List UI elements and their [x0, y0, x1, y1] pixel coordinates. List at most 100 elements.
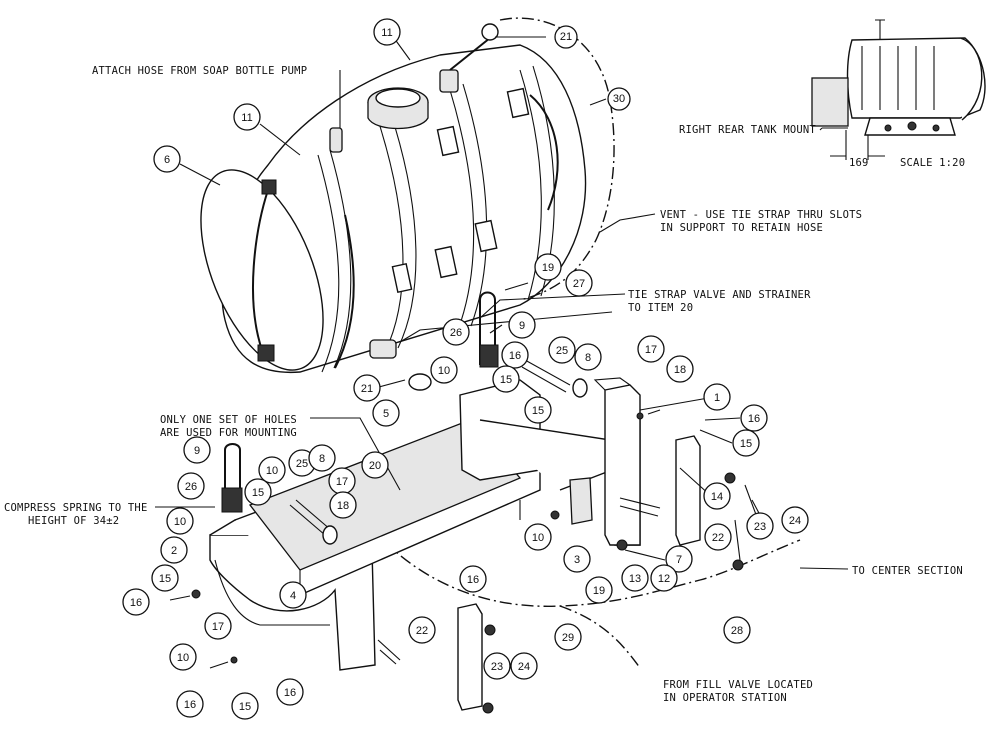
svg-text:5: 5 [383, 408, 389, 420]
leader-lines [155, 36, 849, 570]
balloon: 15 [732, 429, 760, 457]
svg-text:21: 21 [361, 383, 373, 395]
balloon: 23 [483, 652, 511, 680]
svg-text:17: 17 [336, 476, 348, 488]
inset-scale: SCALE 1:20 [900, 157, 965, 169]
balloon: 24 [781, 506, 809, 534]
balloon: 22 [704, 523, 732, 551]
balloon: 23 [746, 512, 774, 540]
balloon: 11 [233, 103, 261, 131]
balloon: 2 [160, 536, 188, 564]
balloon: 15 [524, 396, 552, 424]
balloon: 15 [492, 365, 520, 393]
note-compress-line2: HEIGHT OF 34±2 [28, 515, 119, 527]
balloon: 14 [703, 482, 731, 510]
balloon: 19 [534, 253, 562, 281]
note-holes-line2: ARE USED FOR MOUNTING [160, 427, 297, 439]
inset-mount-label: RIGHT REAR TANK MOUNT [679, 124, 816, 136]
svg-text:18: 18 [674, 364, 686, 376]
svg-text:14: 14 [711, 491, 723, 503]
balloon: 26 [177, 472, 205, 500]
balloon: 15 [151, 564, 179, 592]
balloon: 10 [166, 507, 194, 535]
balloon: 13 [621, 564, 649, 592]
balloon: 7 [665, 545, 693, 573]
balloon: 17 [204, 612, 232, 640]
balloon: 28 [723, 616, 751, 644]
svg-text:9: 9 [519, 320, 525, 332]
svg-text:17: 17 [212, 621, 224, 633]
spray-tank [200, 23, 587, 391]
balloon: 16 [740, 404, 768, 432]
svg-text:10: 10 [174, 516, 186, 528]
svg-text:11: 11 [381, 27, 392, 39]
svg-text:28: 28 [731, 625, 743, 637]
balloon: 8 [574, 343, 602, 371]
note-vent-line2: IN SUPPORT TO RETAIN HOSE [660, 222, 823, 234]
svg-text:15: 15 [740, 438, 752, 450]
balloon: 6 [153, 145, 181, 173]
svg-text:26: 26 [450, 327, 462, 339]
balloon: 15 [244, 478, 272, 506]
svg-text:12: 12 [658, 573, 670, 585]
inset-right-rear-view [811, 19, 986, 160]
svg-text:15: 15 [239, 701, 251, 713]
note-tie-strap-line1: TIE STRAP VALVE AND STRAINER [628, 289, 811, 301]
svg-text:15: 15 [532, 405, 544, 417]
note-holes-line1: ONLY ONE SET OF HOLES [160, 414, 297, 426]
tank-saddle [209, 377, 661, 671]
svg-text:15: 15 [252, 487, 264, 499]
balloon: 26 [442, 318, 470, 346]
svg-text:3: 3 [574, 554, 580, 566]
balloon: 1 [703, 383, 731, 411]
svg-text:25: 25 [556, 345, 568, 357]
note-fill-valve-line2: IN OPERATOR STATION [663, 692, 787, 704]
svg-text:6: 6 [164, 154, 170, 166]
balloon: 3 [563, 545, 591, 573]
svg-text:19: 19 [593, 585, 605, 597]
svg-text:10: 10 [177, 652, 189, 664]
svg-text:29: 29 [562, 632, 574, 644]
balloon: 22 [408, 616, 436, 644]
svg-text:7: 7 [676, 554, 682, 566]
balloon: 16 [459, 565, 487, 593]
svg-text:24: 24 [518, 661, 530, 673]
balloon: 17 [328, 467, 356, 495]
svg-text:16: 16 [184, 699, 196, 711]
svg-text:10: 10 [532, 532, 544, 544]
svg-text:13: 13 [629, 573, 641, 585]
svg-text:10: 10 [438, 365, 450, 377]
svg-text:26: 26 [185, 481, 197, 493]
svg-text:16: 16 [748, 413, 760, 425]
balloon: 18 [329, 491, 357, 519]
balloon: 20 [361, 451, 389, 479]
svg-text:17: 17 [645, 344, 657, 356]
balloon: 27 [565, 269, 593, 297]
svg-text:11: 11 [241, 112, 252, 124]
balloon: 17 [637, 335, 665, 363]
svg-text:25: 25 [296, 458, 308, 470]
balloon: 15 [231, 692, 259, 720]
svg-text:22: 22 [416, 625, 428, 637]
balloon: 16 [122, 588, 150, 616]
balloon: 10 [524, 523, 552, 551]
balloon: 10 [430, 356, 458, 384]
svg-text:22: 22 [712, 532, 724, 544]
balloon: 16 [501, 341, 529, 369]
svg-text:16: 16 [284, 687, 296, 699]
balloon: 4 [279, 581, 307, 609]
note-compress-line1: COMPRESS SPRING TO THE [4, 502, 147, 514]
hardware [169, 291, 744, 714]
balloon: 25 [548, 336, 576, 364]
note-fill-valve-line1: FROM FILL VALVE LOCATED [663, 679, 813, 691]
balloon: 9 [508, 311, 536, 339]
svg-text:1: 1 [714, 392, 720, 404]
note-vent-line1: VENT - USE TIE STRAP THRU SLOTS [660, 209, 862, 221]
balloon: 18 [666, 355, 694, 383]
balloon: 5 [372, 399, 400, 427]
svg-text:23: 23 [754, 521, 766, 533]
svg-text:24: 24 [789, 515, 801, 527]
balloon: 24 [510, 652, 538, 680]
